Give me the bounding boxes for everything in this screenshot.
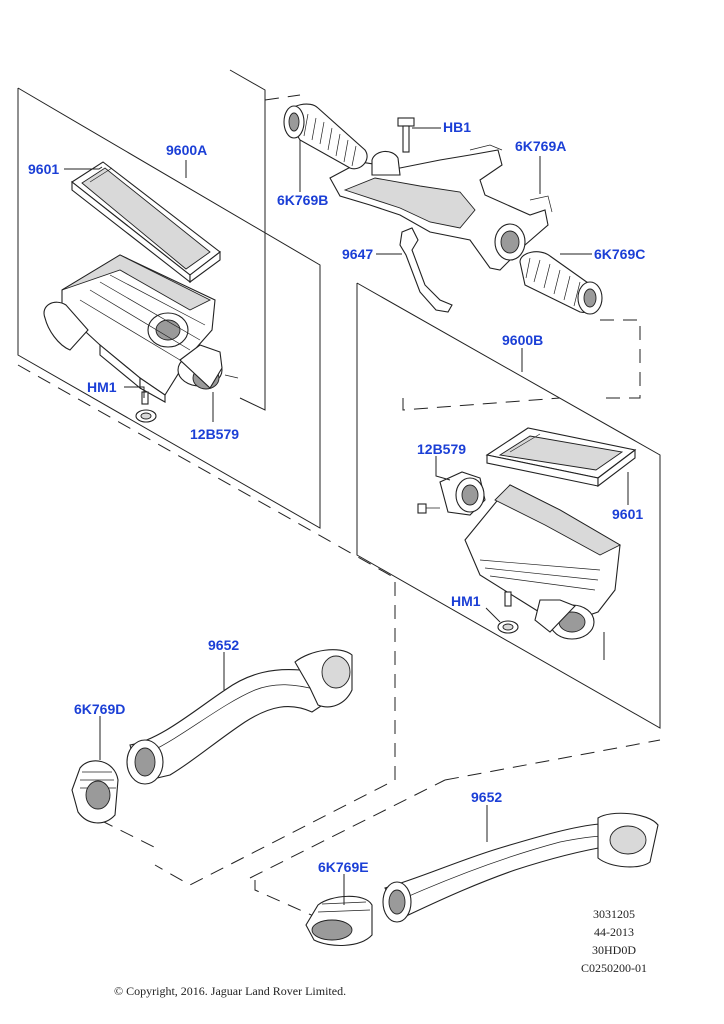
air-filter-left [71,161,221,284]
mount-grommet-right [497,591,519,634]
callout-6K769B: 6K769B [277,192,329,208]
reference-code-2: 44-2013 [594,925,634,939]
group-frame-right-airbox [356,282,661,729]
group-frame-left-airbox [17,69,321,529]
bolt-HB1 [397,117,415,153]
mass-airflow-sensor-right [417,471,486,516]
callout-6K769D: 6K769D [74,701,126,717]
callout-12B579-left: 12B579 [190,426,240,442]
callout-9647: 9647 [342,246,374,262]
group-frame-intake-duct [264,94,641,399]
callout-6K769C: 6K769C [594,246,646,262]
callout-HM1-right: HM1 [451,593,481,609]
reference-code-4: C0250200-01 [581,961,647,975]
copyright-notice: © Copyright, 2016. Jaguar Land Rover Lim… [114,984,347,998]
mass-airflow-sensor-left [177,344,239,390]
intake-pipe-lower [382,812,659,923]
reference-code-1: 3031205 [593,907,635,921]
callout-9600A: 9600A [166,142,208,158]
flex-hose-6K769C [519,251,603,315]
air-filter-right [485,427,637,488]
callout-9600B: 9600B [502,332,544,348]
mount-grommet-left [135,391,157,423]
callout-6K769A: 6K769A [515,138,567,154]
callout-6K769E: 6K769E [318,859,369,875]
flex-hose-6K769B [283,103,368,170]
airbox-housing-right [464,484,621,640]
callout-12B579-right: 12B579 [417,441,467,457]
callout-HB1: HB1 [443,119,472,135]
callout-9601-right: 9601 [612,506,644,522]
intake-duct-main [329,144,553,271]
reference-code-3: 30HD0D [592,943,636,957]
callout-HM1-left: HM1 [87,379,117,395]
callout-9652-upper: 9652 [208,637,240,653]
airbox-housing-left [43,254,216,403]
bracket-9647 [399,227,453,313]
leader-lines [64,127,629,905]
callout-9601-left: 9601 [28,161,60,177]
intake-scoop-6K769D [71,760,119,824]
intake-pipe-upper [126,649,353,785]
intake-scoop-6K769E [305,895,373,947]
callout-9652-lower: 9652 [471,789,503,805]
